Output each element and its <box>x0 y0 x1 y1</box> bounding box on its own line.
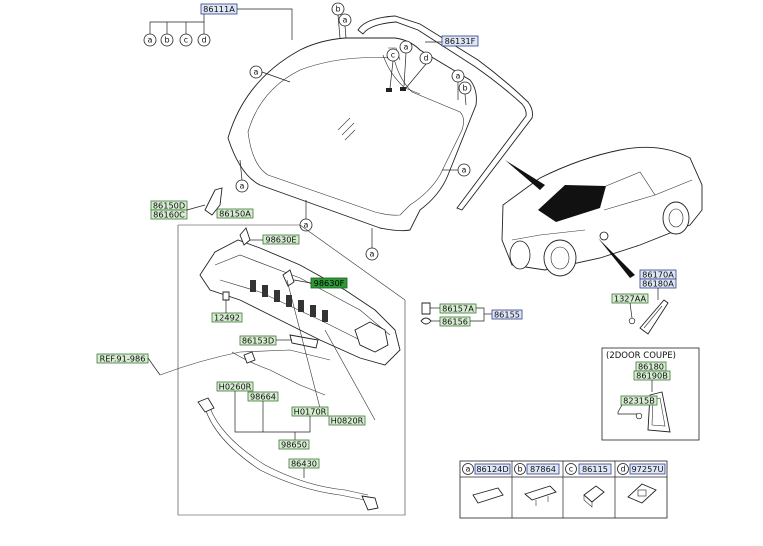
part-number-86131F-label: 86131F <box>445 36 476 46</box>
part-number-86153D-label: 86153D <box>242 336 274 346</box>
circle-a: a <box>148 36 153 45</box>
part-number-H0820R-label: H0820R <box>331 416 364 426</box>
part-number-86430-label: 86430 <box>291 459 317 469</box>
part-number-98630E-label: 98630E <box>265 235 296 245</box>
part-number-H0260R-label: H0260R <box>219 382 252 392</box>
part-number-82315B-label: 82315B <box>623 396 655 406</box>
circle-c: c <box>184 36 188 45</box>
part-number-82315B[interactable] <box>620 395 658 406</box>
circle-a-lower-left: a <box>240 182 245 191</box>
part-number-1327AA-label: 1327AA <box>614 294 647 304</box>
part-number-12492-label: 12492 <box>214 313 240 323</box>
circle-a-right1: a <box>456 72 461 81</box>
legend-letter-a: a <box>466 465 471 474</box>
windshield-moulding: 86131F <box>357 15 533 211</box>
part-number-86153D[interactable] <box>239 335 277 346</box>
coupe-label: (2DOOR COUPE) <box>606 351 676 361</box>
legend-part-86115[interactable] <box>578 463 612 475</box>
circle-c-inner: c <box>391 51 395 60</box>
circle-a-lower-mid: a <box>304 221 309 230</box>
part-number-86150A-label: 86150A <box>219 209 251 219</box>
legend-letter-b: b <box>517 465 522 474</box>
part-number-98664-label: 98664 <box>250 392 276 402</box>
part-number-98630F-label: 98630F <box>314 278 345 288</box>
part-number-86150D-label: 86150D <box>153 201 185 211</box>
circle-a-top1: a <box>343 16 348 25</box>
legend-part-87864-label: 87864 <box>530 464 556 474</box>
part-number-86170A-label: 86170A <box>642 270 674 280</box>
legend-cell-b: b 87864 <box>514 463 560 506</box>
letter-circles-top-left: a b c d <box>143 33 211 47</box>
part-number-98630E[interactable] <box>262 234 300 245</box>
windshield-glass <box>227 37 477 232</box>
legend-part-86124D-label: 86124D <box>476 464 508 474</box>
legend-cell-a: a 86124D <box>462 463 511 504</box>
part-number-86111A-label: 86111A <box>203 4 235 14</box>
legend-part-86124D[interactable] <box>474 463 511 475</box>
car-illustration <box>501 146 703 278</box>
circle-a-right2: a <box>462 166 467 175</box>
part-number-86155[interactable] <box>491 309 523 320</box>
circle-d: d <box>201 36 206 45</box>
legend-letter-c: c <box>569 465 573 474</box>
part-number-H0820R[interactable] <box>328 415 366 426</box>
legend-part-97257U-label: 97257U <box>631 464 663 474</box>
windshield-callout-circles: b a a c a d a b a a a a <box>235 2 472 261</box>
part-number-98650[interactable] <box>278 439 310 450</box>
circle-b: b <box>164 36 169 45</box>
cowl-assembly: 98630E 98630F 12492 86153D H0260R 98664 … <box>96 224 523 516</box>
part-number-86180-label: 86180 <box>638 362 664 372</box>
part-number-86150A[interactable] <box>216 208 254 219</box>
part-number-86156-label: 86156 <box>442 317 468 327</box>
part-number-86190B-label: 86190B <box>636 371 668 381</box>
circle-a-lower-right: a <box>370 250 375 259</box>
part-number-86157A-label: 86157A <box>442 304 474 314</box>
circle-b-top1: b <box>335 5 340 14</box>
legend-cell-c: c 86115 <box>565 463 612 508</box>
circle-b-right1: b <box>462 84 467 93</box>
part-number-86157A[interactable] <box>439 303 477 314</box>
legend-cell-d: d 97257U <box>617 463 666 504</box>
quarter-glass-callout: 86170A 86180A 1327AA <box>611 270 677 335</box>
callout-86111A: 86111A <box>149 3 293 40</box>
circle-a-left: a <box>254 68 259 77</box>
legend-part-86115-label: 86115 <box>582 464 608 474</box>
part-number-12492[interactable] <box>211 312 243 323</box>
legend-part-97257U[interactable] <box>629 463 666 475</box>
bracket-86150D: 86150D 86160C 86150A <box>150 187 254 220</box>
part-number-86131F[interactable] <box>441 35 479 47</box>
cowl-vent-slots <box>250 280 328 322</box>
legend-letter-d: d <box>620 465 625 474</box>
coupe-box: (2DOOR COUPE) 86180 86190B 82315B <box>601 347 700 441</box>
part-number-H0170R-label: H0170R <box>294 407 327 417</box>
circle-d-inner: d <box>423 54 428 63</box>
part-number-86160C-label: 86160C <box>153 210 185 220</box>
legend-part-87864[interactable] <box>526 463 560 475</box>
circle-a-inner: a <box>404 43 409 52</box>
part-number-86180A-label: 86180A <box>642 279 674 289</box>
part-number-86155-label: 86155 <box>494 310 520 320</box>
ref-91-986-label: REF.91-986 <box>100 354 146 364</box>
part-number-86160C[interactable] <box>150 209 188 220</box>
legend-table: a 86124D b 87864 c 86115 d 97257U <box>459 460 668 519</box>
part-number-86156[interactable] <box>439 316 471 327</box>
part-number-98650-label: 98650 <box>281 440 307 450</box>
